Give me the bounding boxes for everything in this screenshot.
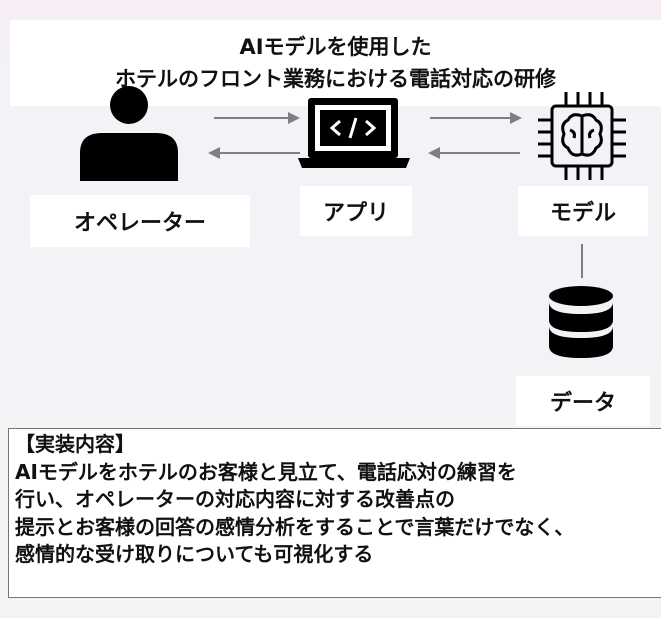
- data-label: データ: [516, 376, 650, 426]
- title-line-1: AIモデルを使用した: [239, 35, 432, 59]
- implementation-description: 【実装内容】 AIモデルをホテルのお客様と見立て、電話応対の練習を 行い、オペレ…: [8, 428, 661, 598]
- arrow-app-to-model: [430, 112, 522, 124]
- description-line-2: 行い、オペレーターの対応内容に対する改善点の: [15, 487, 455, 511]
- app-label: アプリ: [300, 186, 412, 236]
- person-icon: [80, 86, 178, 181]
- title-line-2: ホテルのフロント業務における電話対応の研修: [115, 67, 556, 91]
- operator-label: オペレーター: [30, 195, 250, 247]
- description-line-1: AIモデルをホテルのお客様と見立て、電話応対の練習を: [15, 459, 517, 484]
- brain-chip-icon: [538, 92, 626, 180]
- arrow-operator-to-app: [214, 112, 300, 124]
- description-heading: 【実装内容】: [15, 432, 135, 456]
- description-line-4: 感情的な受け取りについても可視化する: [15, 542, 374, 566]
- database-icon: [549, 286, 613, 358]
- description-line-3: 提示とお客様の回答の感情分析をすることで言葉だけでなく、: [15, 514, 575, 539]
- arrow-model-to-app: [428, 147, 520, 159]
- model-label: モデル: [518, 186, 648, 236]
- arrow-app-to-operator: [208, 147, 300, 159]
- laptop-code-icon: [298, 98, 410, 168]
- connector-model-data: [581, 244, 583, 278]
